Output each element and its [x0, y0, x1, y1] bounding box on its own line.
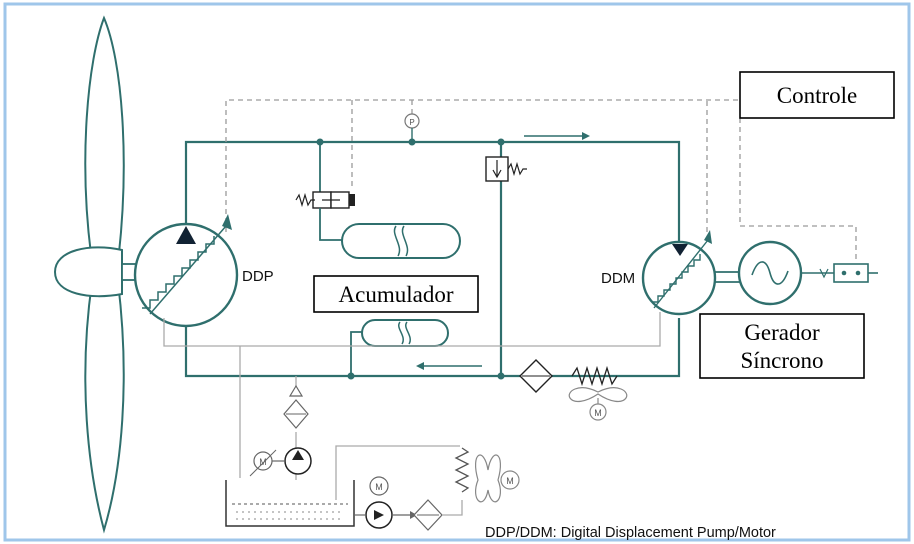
- ac-sine-icon: [751, 261, 789, 285]
- relief-valve: [485, 156, 527, 182]
- acumulador-label: Acumulador: [339, 282, 454, 307]
- circulation-motor-icon: [369, 476, 389, 496]
- ddm-label: DDM: [601, 270, 635, 287]
- svg-text:P: P: [409, 118, 414, 127]
- air-cooler: M: [454, 447, 520, 503]
- gerador-box: [699, 313, 865, 379]
- oil-tank: [225, 480, 355, 527]
- ddp-flow-triangle: [176, 226, 196, 244]
- svg-text:M: M: [259, 457, 267, 467]
- pressure-gauge: P: [404, 113, 420, 142]
- control-signal-lines: [225, 99, 857, 262]
- ddm-variable-arrow: [652, 254, 701, 303]
- generator-shaft: [715, 271, 740, 283]
- ddm-motor: [641, 230, 717, 316]
- drain-lines: [163, 312, 661, 500]
- high-pressure-line: [184, 132, 681, 380]
- upper-accumulator: [341, 223, 461, 259]
- turbine-rotor: [53, 15, 137, 534]
- gerador-label-line2: Síncrono: [740, 348, 823, 373]
- ddp-label: DDP: [242, 268, 274, 285]
- return-filter: [519, 359, 553, 393]
- frame-border: [3, 2, 911, 542]
- gerador-label-line1: Gerador: [744, 320, 820, 345]
- caption: DDP/DDM: Digital Displacement Pump/Motor: [485, 525, 776, 541]
- svg-text:M: M: [594, 408, 602, 418]
- directional-valve: [295, 142, 355, 241]
- charge-motor-icon: [253, 451, 273, 471]
- nacelle-hub: [53, 246, 123, 298]
- acumulador-box: [313, 275, 479, 313]
- charge-pump: M: [249, 447, 312, 477]
- ddp-pump: [133, 214, 239, 328]
- charge-check-valve: [283, 384, 309, 429]
- controle-label: Controle: [777, 83, 858, 108]
- cooler-fan-icon: [474, 454, 502, 503]
- grid-breaker: [833, 263, 878, 283]
- fan-motor-icon: [589, 403, 607, 421]
- circulation-pump: M: [354, 476, 463, 531]
- lower-accumulator: [350, 319, 449, 376]
- ddm-flow-triangle: [672, 244, 688, 256]
- cooler-motor-icon: [500, 470, 520, 490]
- oil-cooler: M: [568, 365, 628, 421]
- svg-text:M: M: [375, 482, 383, 492]
- fan-icon: [568, 387, 628, 403]
- flow-arrow-right: [582, 132, 590, 140]
- controle-box: [739, 71, 895, 119]
- svg-text:M: M: [506, 476, 514, 486]
- synchronous-generator: [737, 240, 834, 306]
- flow-arrow-left: [416, 362, 424, 370]
